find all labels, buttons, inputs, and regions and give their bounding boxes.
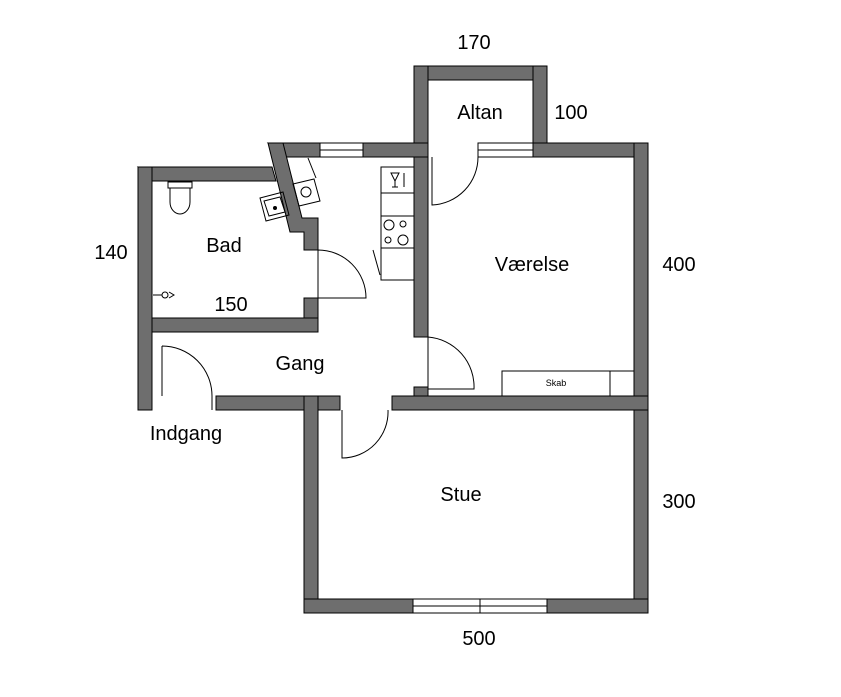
shower-icon bbox=[153, 291, 175, 299]
kitchen-counter bbox=[372, 166, 415, 281]
entrance-door bbox=[161, 345, 213, 410]
dimension-altan-depth: 100 bbox=[554, 102, 587, 124]
stove-corner-icon bbox=[292, 178, 321, 207]
stue-left-wall bbox=[303, 395, 319, 614]
bad-bottom-wall bbox=[151, 317, 319, 333]
altan-door bbox=[431, 156, 479, 206]
dimension-stue-width: 500 bbox=[462, 628, 495, 650]
room-label-gang: Gang bbox=[276, 353, 325, 375]
stue-top-wall bbox=[391, 395, 649, 411]
room-label-vaerelse: Værelse bbox=[495, 254, 569, 276]
dimension-vaerelse-height: 400 bbox=[662, 254, 695, 276]
room-label-stue: Stue bbox=[440, 484, 481, 506]
dimension-altan-width: 170 bbox=[457, 32, 490, 54]
room-label-indgang: Indgang bbox=[150, 423, 222, 445]
kitchen-diagonal-wall bbox=[267, 142, 319, 251]
left-outer-wall bbox=[137, 166, 153, 411]
altan-top-wall bbox=[413, 65, 548, 81]
room-label-bad: Bad bbox=[206, 235, 242, 257]
gang-bottom-wall bbox=[215, 395, 341, 411]
stue-door bbox=[341, 409, 389, 459]
sink-icon bbox=[259, 191, 290, 222]
bad-top-wall bbox=[136, 166, 277, 182]
windows bbox=[319, 142, 548, 614]
walls bbox=[136, 65, 649, 614]
vaerelse-left-wall bbox=[413, 65, 429, 338]
vaerelse-door bbox=[427, 336, 475, 390]
dimension-bad-height: 140 bbox=[94, 242, 127, 264]
toilet-icon bbox=[167, 181, 193, 215]
hob-icon bbox=[383, 219, 409, 246]
skab-cabinet: Skab bbox=[501, 370, 635, 397]
skab-label: Skab bbox=[546, 378, 567, 388]
fixtures: Skab bbox=[153, 157, 635, 397]
bad-door bbox=[317, 249, 367, 299]
dimension-bad-width: 150 bbox=[214, 294, 247, 316]
labels: Altan Bad Værelse Gang Indgang Stue 170 … bbox=[94, 32, 695, 650]
dimension-stue-height: 300 bbox=[662, 491, 695, 513]
glass-cutlery-icon bbox=[390, 172, 405, 188]
vaerelse-top-wall bbox=[532, 142, 649, 158]
right-outer-wall bbox=[633, 142, 649, 614]
doors bbox=[161, 156, 479, 459]
room-label-altan: Altan bbox=[457, 102, 503, 124]
